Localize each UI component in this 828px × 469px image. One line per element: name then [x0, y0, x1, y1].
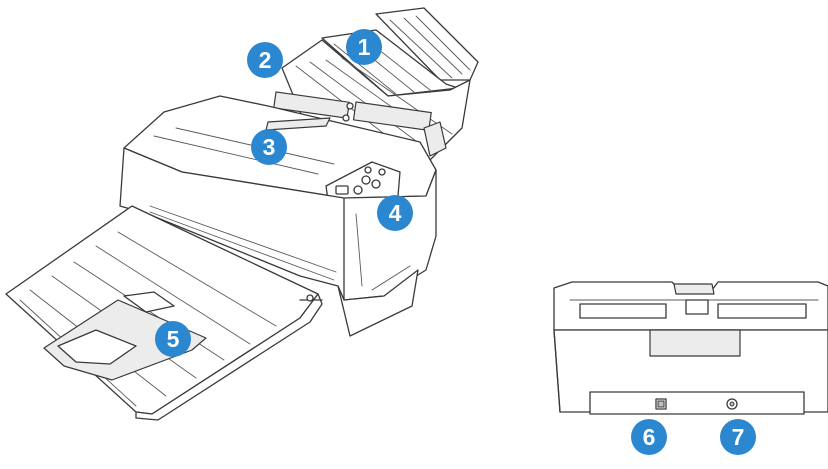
callout-3-top-cover: 3 — [251, 129, 287, 165]
callout-6-usb-port: 6 — [631, 419, 667, 455]
output-tray — [5, 205, 323, 421]
power-jack — [726, 398, 738, 410]
callout-4-scanner-body: 4 — [377, 195, 413, 231]
callout-2-input-tray: 2 — [247, 42, 283, 78]
callout-1-input-tray-extension: 1 — [346, 29, 382, 65]
scanner-body — [119, 147, 437, 337]
usb-port — [655, 398, 667, 410]
callout-7-power-jack: 7 — [720, 419, 756, 455]
scanner-back-view — [553, 281, 828, 415]
back-panel — [553, 329, 828, 415]
back-top-paper-guides — [553, 281, 828, 331]
scanner-front-view — [5, 7, 479, 421]
callout-5-output-tray: 5 — [155, 321, 191, 357]
